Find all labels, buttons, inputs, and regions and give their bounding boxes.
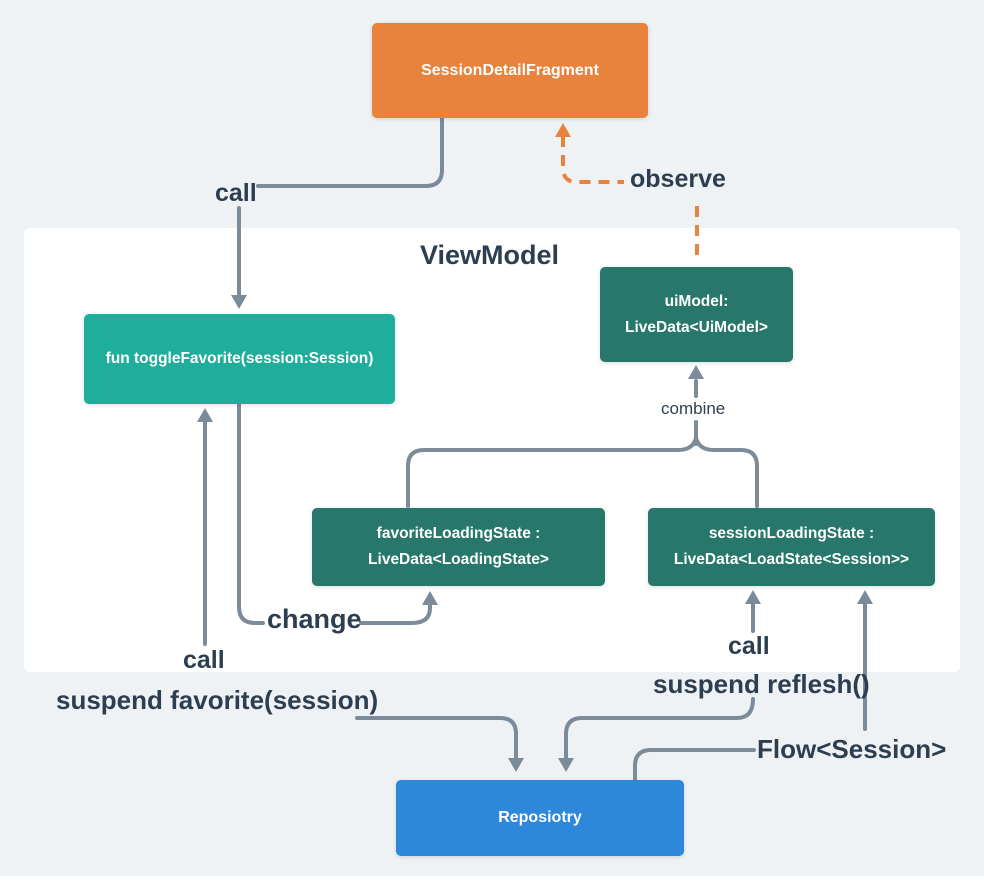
- node-label: fun toggleFavorite(session:Session): [105, 350, 374, 367]
- node-session-detail-fragment: SessionDetailFragment: [372, 23, 648, 118]
- edge-label-change: change: [267, 604, 362, 634]
- arrowhead-up-icon: [197, 408, 213, 422]
- edge-flow-left: [633, 748, 756, 781]
- arrowhead-down-icon: [558, 758, 574, 772]
- edge-combine-bracket-left: [406, 436, 698, 508]
- arrowhead-up-icon: [422, 591, 438, 605]
- node-favorite-loading-state: favoriteLoadingState : LiveData<LoadingS…: [312, 508, 605, 586]
- node-label-line2: LiveData<UiModel>: [625, 318, 768, 336]
- edge-label-flow-session: Flow<Session>: [757, 734, 947, 764]
- arrowhead-up-orange-icon: [555, 123, 571, 137]
- edge-suspend-favorite: [355, 716, 518, 761]
- node-label-line1: sessionLoadingState :: [708, 525, 875, 542]
- edge-label-call-top: call: [215, 179, 257, 207]
- edge-call-top-elbow: [256, 116, 444, 188]
- node-label: Reposiotry: [498, 809, 582, 826]
- node-ui-model: uiModel: LiveData<UiModel>: [600, 267, 793, 362]
- arrowhead-up-icon: [857, 590, 873, 604]
- edge-reflesh-down: [564, 697, 755, 761]
- edge-label-suspend-favorite: suspend favorite(session): [56, 685, 379, 715]
- bottom-strip: [0, 876, 984, 882]
- edge-label-suspend-reflesh: suspend reflesh(): [653, 669, 870, 699]
- arrowhead-down-icon: [508, 758, 524, 772]
- arrowhead-up-icon: [745, 590, 761, 604]
- arrowhead-up-icon: [688, 365, 704, 379]
- node-label-line1: favoriteLoadingState :: [376, 525, 541, 542]
- node-session-loading-state: sessionLoadingState : LiveData<LoadState…: [648, 508, 935, 586]
- arrowhead-down-icon: [231, 295, 247, 309]
- edge-change-start: [237, 402, 265, 625]
- edge-observe-elbow: [561, 136, 624, 184]
- node-label-line2: LiveData<LoadState<Session>>: [673, 551, 910, 568]
- edge-label-observe: observe: [630, 165, 726, 193]
- viewmodel-title: ViewModel: [420, 240, 560, 270]
- edge-label-call-left: call: [183, 646, 225, 674]
- edge-label-combine: combine: [661, 399, 726, 418]
- node-label-line2: LiveData<LoadingState>: [368, 551, 549, 568]
- edge-combine-bracket-right: [694, 436, 759, 508]
- edge-label-call-right: call: [728, 632, 770, 660]
- node-label-line1: uiModel:: [664, 292, 729, 310]
- node-label: SessionDetailFragment: [421, 61, 599, 79]
- edge-change-end: [359, 602, 432, 625]
- node-repository: Reposiotry: [396, 780, 684, 856]
- node-toggle-favorite: fun toggleFavorite(session:Session): [84, 314, 395, 404]
